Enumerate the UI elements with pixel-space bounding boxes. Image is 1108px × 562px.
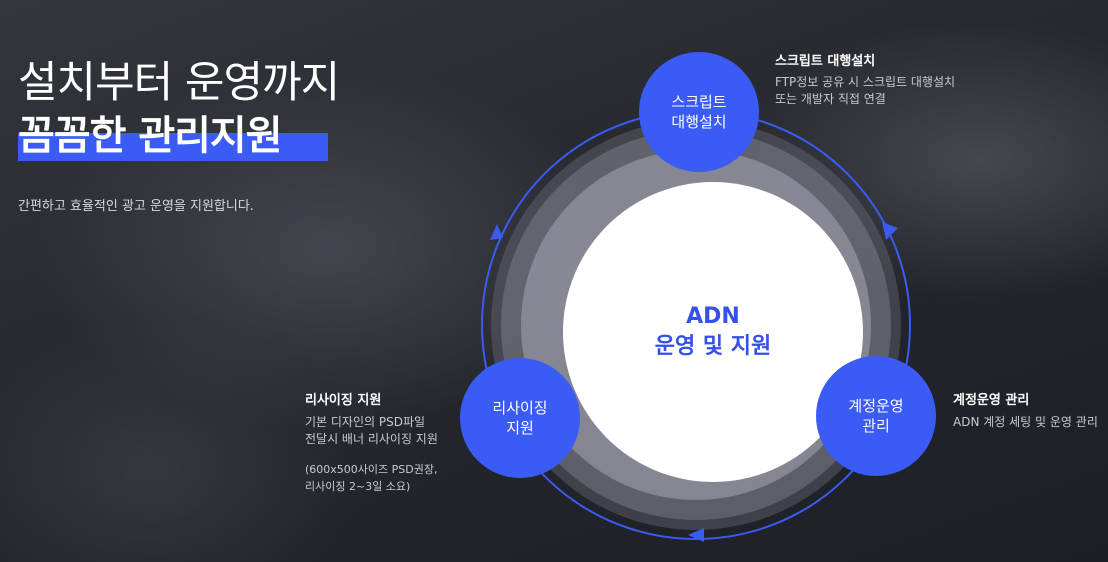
desc-title-account: 계정운영 관리: [953, 393, 1030, 408]
node-account-management: 계정운영 관리: [816, 356, 936, 476]
hero-title-line2: 꼼꼼한 관리지원: [18, 113, 283, 159]
desc-note-resizing: (600x500사이즈 PSD권장, 리사이징 2~3일 소요): [305, 463, 438, 493]
center-circle: ADN 운영 및 지원: [563, 182, 863, 482]
desc-text-resizing: 기본 디자인의 PSD파일 전달시 배너 리사이징 지원: [305, 415, 438, 446]
desc-text-script: FTP정보 공유 시 스크립트 대행설치 또는 개발자 직접 연결: [775, 75, 956, 106]
title-highlight-bar: [18, 133, 328, 161]
center-title: ADN: [686, 304, 740, 329]
hero-title-line2-wrap: 꼼꼼한 관리지원: [18, 103, 328, 161]
arrow-bottom-icon: [688, 528, 704, 542]
desc-title-script: 스크립트 대행설치: [775, 54, 876, 69]
node-script-install: 스크립트 대행설치: [639, 52, 759, 172]
desc-text-account: ADN 계정 세팅 및 운영 관리: [953, 415, 1098, 429]
arrow-right-icon: [882, 222, 898, 240]
node-resizing-support: 리사이징 지원: [460, 358, 580, 478]
desc-title-resizing: 리사이징 지원: [305, 393, 382, 408]
hero-title-line1: 설치부터 운영까지: [18, 58, 340, 108]
arrow-left-icon: [490, 224, 503, 240]
hero-subtitle: 간편하고 효율적인 광고 운영을 지원합니다.: [18, 199, 254, 214]
center-subtitle: 운영 및 지원: [654, 334, 772, 359]
